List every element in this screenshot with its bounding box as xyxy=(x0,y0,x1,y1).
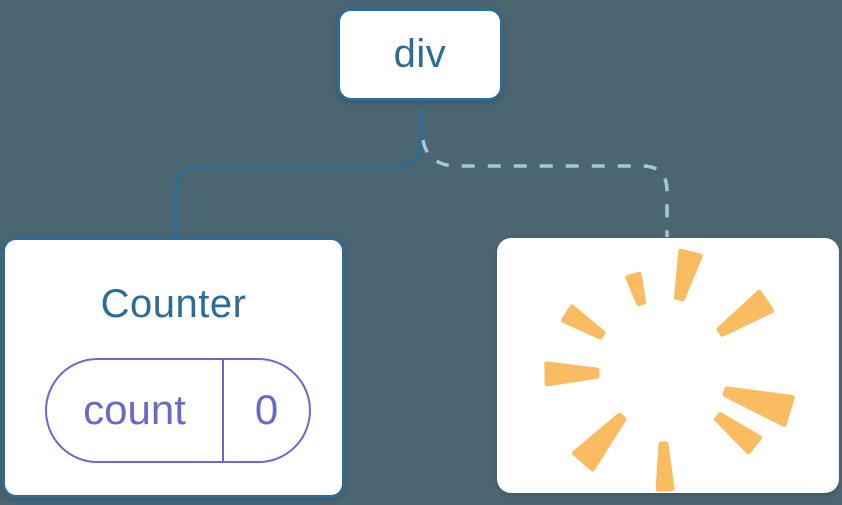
tree-node-counter: Counter count 0 xyxy=(2,237,345,498)
solid-connector-line xyxy=(174,99,423,239)
state-badge-divider xyxy=(222,360,224,461)
state-badge: count 0 xyxy=(45,358,311,463)
tree-node-removed xyxy=(497,238,839,493)
counter-node-title: Counter xyxy=(100,282,247,326)
poof-burst-icon xyxy=(544,248,795,492)
state-value: 0 xyxy=(254,385,279,433)
dashed-connector-line xyxy=(421,139,669,237)
state-key: count xyxy=(83,385,186,433)
tree-node-div: div xyxy=(337,8,503,101)
div-node-label: div xyxy=(393,32,447,76)
